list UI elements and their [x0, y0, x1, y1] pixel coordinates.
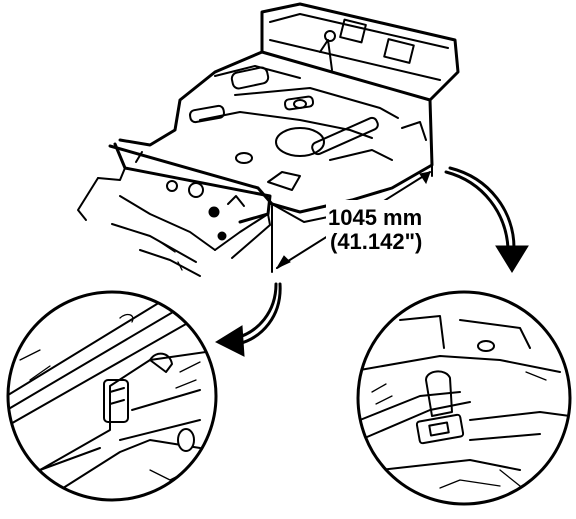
dimension-metric-label: 1045 mm	[328, 205, 422, 230]
vehicle-floor-pan	[77, 2, 460, 277]
detail-view-left	[6, 290, 218, 502]
detail-view-right	[356, 290, 572, 506]
callout-arrow-left	[214, 282, 282, 357]
callout-arrow-right	[444, 166, 529, 273]
dimension-imperial-label: (41.142")	[330, 229, 422, 254]
dimension-measurement: 1045 mm (41.142")	[271, 159, 456, 273]
